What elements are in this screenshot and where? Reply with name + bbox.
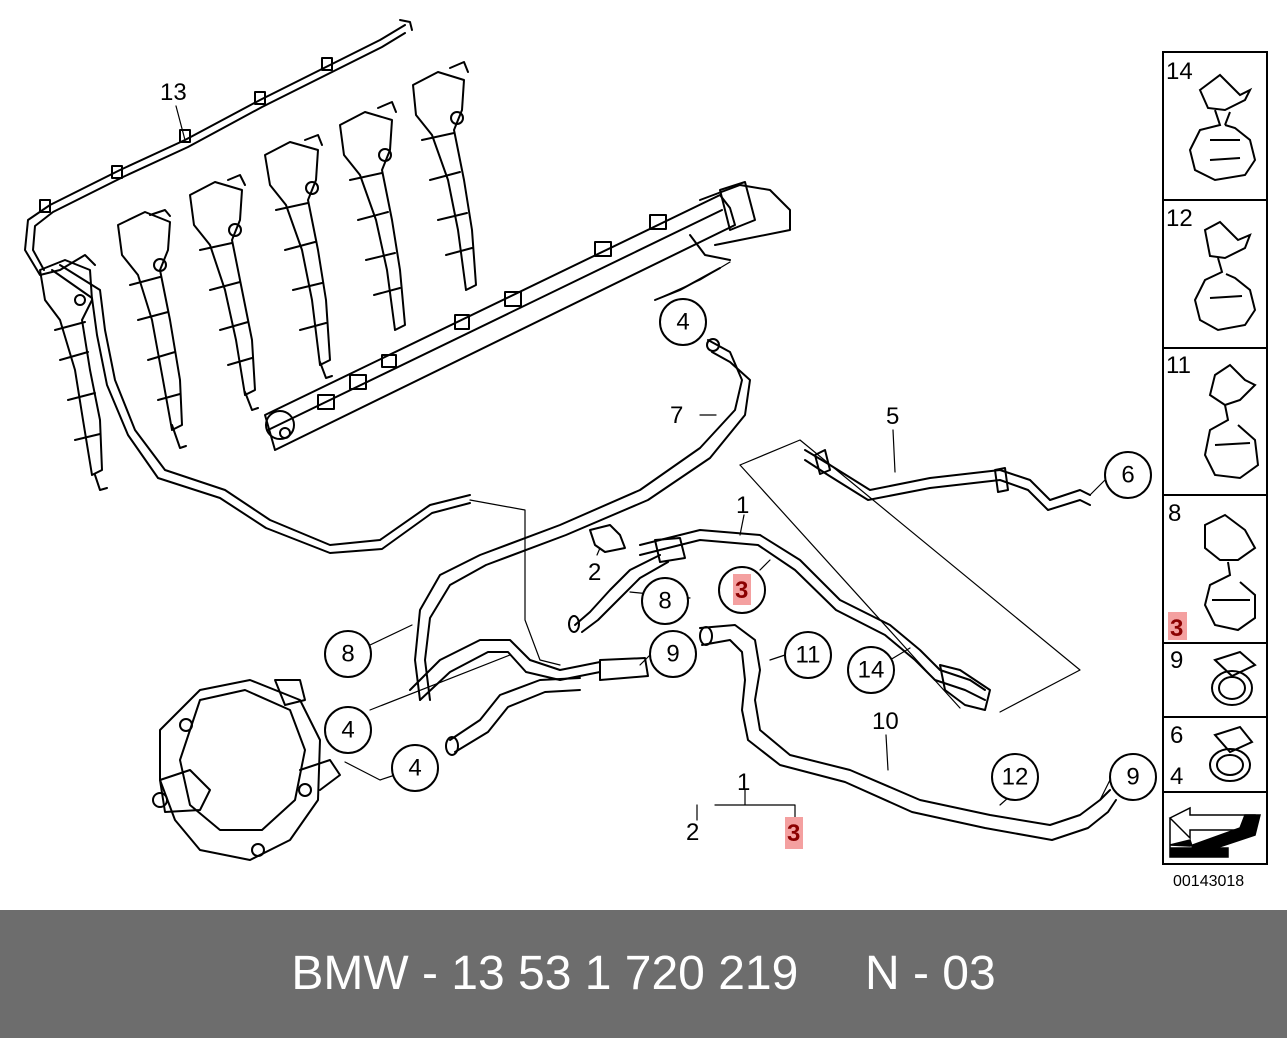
callout-circle-4-mid [324, 706, 372, 754]
callout-circle-9-left [649, 630, 697, 678]
sidebar-label-3: 3 [1170, 615, 1183, 642]
callout-1-top: 1 [736, 492, 749, 519]
sidebar-label-12: 12 [1166, 205, 1193, 232]
callout-9-left: 9 [666, 641, 679, 668]
fuel-rail [264, 181, 791, 451]
injector-2 [117, 209, 187, 449]
bottom-banner: BMW - 13 53 1 720 219 N - 03 [0, 910, 1287, 1038]
banner-text: BMW - 13 53 1 720 219 N - 03 [291, 947, 996, 1000]
callout-5: 5 [886, 403, 899, 430]
hose-5 [804, 449, 1091, 511]
callout-circle-6 [1104, 451, 1152, 499]
sidebar-label-4: 4 [1170, 763, 1183, 790]
sidebar-label-11: 11 [1166, 352, 1191, 379]
callout-4-bottom: 4 [408, 755, 421, 782]
callout-4-top: 4 [676, 309, 689, 336]
sidebar-label-14: 14 [1166, 58, 1193, 85]
callout-circle-11 [784, 631, 832, 679]
leak-off-line [24, 19, 471, 554]
callout-circle-4-bottom [391, 744, 439, 792]
clip-12-icon [1193, 220, 1257, 332]
callout-circle-8-left [324, 630, 372, 678]
highlight-boxes [733, 574, 1187, 849]
hose-1 [574, 524, 991, 711]
injector-5 [339, 101, 406, 331]
injector-6 [412, 61, 477, 291]
callout-circle-9-right [1109, 753, 1157, 801]
callout-10: 10 [872, 708, 899, 735]
injector-3 [189, 174, 259, 411]
high-pressure-pump [152, 679, 341, 861]
injector-1 [39, 259, 108, 491]
callout-6: 6 [1121, 462, 1134, 489]
callout-circle-4-top [659, 298, 707, 346]
callout-3-center: 3 [735, 577, 748, 604]
callout-circle-14 [847, 646, 895, 694]
guide-lines [175, 105, 1111, 821]
clip-8-icon [1203, 513, 1257, 632]
hose-10 [699, 624, 1117, 841]
callout-circle-8-right [641, 577, 689, 625]
clamp-6-4-icon [1209, 725, 1254, 782]
direction-arrow-icon [1168, 806, 1261, 858]
clamp-9-icon [1211, 650, 1257, 706]
callout-14: 14 [858, 657, 885, 684]
callout-circle-12 [991, 753, 1039, 801]
sidebar-label-6: 6 [1170, 722, 1183, 749]
callout-4-mid: 4 [341, 717, 354, 744]
clip-14-icon [1188, 73, 1257, 182]
clip-11-icon [1203, 363, 1260, 480]
callout-7: 7 [670, 402, 683, 429]
callout-8-right: 8 [658, 588, 671, 615]
callout-13: 13 [160, 79, 187, 106]
callout-2-top: 2 [588, 559, 601, 586]
callout-3-bottom: 3 [787, 820, 800, 847]
parts-diagram: 13 4 7 5 6 1 2 3 8 9 11 14 8 4 4 10 12 9… [24, 19, 1268, 890]
callout-1-bottom: 1 [737, 769, 750, 796]
sidebar-legend [1162, 51, 1268, 865]
callout-9-right: 9 [1126, 764, 1139, 791]
callout-2-bottom: 2 [686, 819, 699, 846]
callout-12: 12 [1002, 764, 1029, 791]
sidebar-label-8: 8 [1168, 500, 1181, 527]
injector-4 [264, 134, 333, 379]
callout-11: 11 [796, 642, 821, 669]
callout-8-left: 8 [341, 641, 354, 668]
line-7 [414, 338, 751, 701]
part-code: 00143018 [1173, 873, 1244, 890]
sidebar-label-9: 9 [1170, 647, 1183, 674]
line-8-and-4 [409, 615, 649, 756]
